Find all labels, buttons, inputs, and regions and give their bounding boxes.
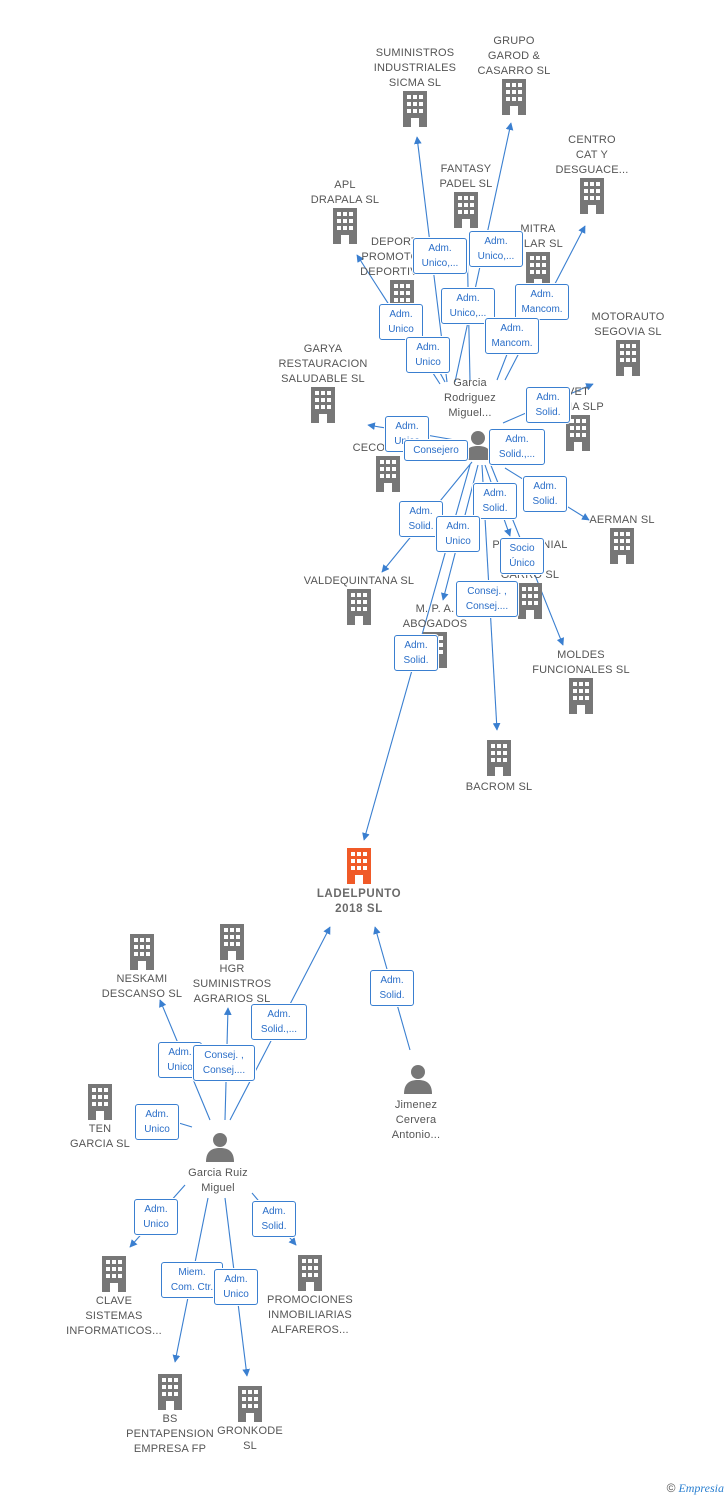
person-icon: [206, 1133, 234, 1162]
building-icon: [298, 1255, 322, 1291]
edge-label[interactable]: Adm. Mancom.: [485, 318, 539, 354]
company-label: CLAVE SISTEMAS INFORMATICOS...: [66, 1295, 162, 1337]
footer-brand[interactable]: © Empresia: [667, 1481, 724, 1496]
person-label: Jimenez Cervera Antonio...: [391, 1099, 441, 1141]
company-node[interactable]: GRUPO GAROD & CASARRO SL: [444, 34, 584, 115]
company-label: M. P. A. ABOGADOS: [402, 603, 468, 630]
building-icon: [158, 1374, 182, 1410]
building-icon: [376, 456, 400, 492]
edge-label[interactable]: Adm. Solid.: [370, 970, 414, 1006]
building-icon: [311, 387, 335, 423]
edge-label[interactable]: Adm. Mancom.: [515, 284, 569, 320]
building-icon: [102, 1256, 126, 1292]
company-node[interactable]: TEN GARCIA SL: [30, 1084, 170, 1152]
edge-label[interactable]: Adm. Unico,...: [413, 238, 467, 274]
edge-label[interactable]: Socio Único: [500, 538, 544, 574]
edge-label[interactable]: Adm. Solid.,...: [489, 429, 545, 465]
building-icon: [502, 79, 526, 115]
building-icon: [526, 252, 550, 288]
edge-label[interactable]: Adm. Unico: [214, 1269, 258, 1305]
company-label: PROMOCIONES INMOBILIARIAS ALFAREROS...: [267, 1294, 353, 1336]
building-icon: [220, 924, 244, 960]
edge-label[interactable]: Consej. , Consej....: [456, 581, 518, 617]
company-label: APL DRAPALA SL: [310, 179, 380, 206]
company-node[interactable]: NESKAMI DESCANSO SL: [72, 934, 212, 1002]
building-icon: [610, 528, 634, 564]
building-icon: [333, 208, 357, 244]
edge-label[interactable]: Adm. Unico: [135, 1104, 179, 1140]
company-node[interactable]: CLAVE SISTEMAS INFORMATICOS...: [44, 1256, 184, 1339]
company-label: MOTORAUTO SEGOVIA SL: [591, 311, 665, 338]
copyright-symbol: ©: [666, 1481, 676, 1495]
edge-label[interactable]: Adm. Unico,...: [469, 231, 523, 267]
edge-label[interactable]: Adm. Unico: [134, 1199, 178, 1235]
company-label: HGR SUMINISTROS AGRARIOS SL: [192, 963, 272, 1005]
company-node[interactable]: MOLDES FUNCIONALES SL: [511, 648, 651, 714]
edge-label[interactable]: Consej. , Consej....: [193, 1045, 255, 1081]
building-icon: [454, 192, 478, 228]
edge-label[interactable]: Adm. Unico: [406, 337, 450, 373]
company-node[interactable]: SUMINISTROS INDUSTRIALES SICMA SL: [345, 46, 485, 127]
edge-label[interactable]: Consejero: [404, 440, 468, 461]
brand-name: Empresia: [678, 1481, 724, 1495]
person-label: Garcia Rodriguez Miguel...: [444, 377, 496, 419]
edge-label[interactable]: Adm. Solid.,...: [251, 1004, 307, 1040]
building-icon: [616, 340, 640, 376]
edge-label[interactable]: Adm. Unico,...: [441, 288, 495, 324]
company-node[interactable]: APL DRAPALA SL: [275, 178, 415, 244]
person-node[interactable]: Garcia Ruiz Miguel: [148, 1166, 288, 1196]
building-icon: [88, 1084, 112, 1120]
person-label: Garcia Ruiz Miguel: [188, 1167, 248, 1194]
company-node[interactable]: MITRA PILAR SL: [468, 222, 608, 288]
edge-label[interactable]: Adm. Unico: [379, 304, 423, 340]
company-label: NESKAMI DESCANSO SL: [101, 973, 183, 1000]
building-icon: [130, 934, 154, 970]
company-node[interactable]: GRONKODE SL: [180, 1386, 320, 1454]
company-label: FANTASY PADEL SL: [439, 163, 493, 190]
edge-label[interactable]: Adm. Solid.: [252, 1201, 296, 1237]
company-label: MOLDES FUNCIONALES SL: [532, 649, 630, 676]
building-icon: [403, 91, 427, 127]
company-label: TEN GARCIA SL: [70, 1123, 130, 1150]
edge-label[interactable]: Adm. Solid.: [394, 635, 438, 671]
company-label: BS PENTAPENSION EMPRESA FP: [126, 1413, 214, 1455]
building-icon: [487, 740, 511, 776]
company-node[interactable]: GARYA RESTAURACION SALUDABLE SL: [253, 342, 393, 423]
building-icon: [580, 178, 604, 214]
company-node[interactable]: CENTRO CAT Y DESGUACE...: [522, 133, 662, 214]
building-icon: [569, 678, 593, 714]
company-node[interactable]: BACROM SL: [429, 740, 569, 795]
company-label: VALDEQUINTANA SL: [303, 575, 415, 587]
building-icon: [566, 415, 590, 451]
person-node[interactable]: Jimenez Cervera Antonio...: [346, 1098, 486, 1143]
edge-label[interactable]: Adm. Solid.: [473, 483, 517, 519]
person-icon: [464, 431, 492, 460]
company-label: GRUPO GAROD & CASARRO SL: [477, 35, 551, 77]
edge-label[interactable]: Adm. Solid.: [526, 387, 570, 423]
company-node[interactable]: PROMOCIONES INMOBILIARIAS ALFAREROS...: [240, 1255, 380, 1338]
building-icon: [518, 583, 542, 619]
edge-label[interactable]: Adm. Solid.: [523, 476, 567, 512]
company-label: AERMAN SL: [589, 514, 655, 526]
building-icon: [238, 1386, 262, 1422]
person-node[interactable]: Garcia Rodriguez Miguel...: [405, 376, 545, 421]
building-icon: [347, 848, 371, 884]
company-node[interactable]: MOTORAUTO SEGOVIA SL: [558, 310, 698, 376]
company-node[interactable]: FANTASY PADEL SL: [396, 162, 536, 228]
focus-company-label: LADELPUNTO 2018 SL: [316, 888, 402, 915]
company-node[interactable]: AERMAN SL: [552, 513, 692, 564]
company-node[interactable]: HGR SUMINISTROS AGRARIOS SL: [162, 924, 302, 1007]
company-label: GARYA RESTAURACION SALUDABLE SL: [278, 343, 368, 385]
focus-company-node[interactable]: LADELPUNTO 2018 SL: [289, 848, 429, 917]
edge-label[interactable]: Adm. Unico: [436, 516, 480, 552]
building-icon: [347, 589, 371, 625]
person-icon: [404, 1065, 432, 1094]
company-label: BACROM SL: [465, 781, 533, 793]
edge-label[interactable]: Adm. Solid.: [399, 501, 443, 537]
company-label: CENTRO CAT Y DESGUACE...: [555, 134, 629, 176]
company-label: SUMINISTROS INDUSTRIALES SICMA SL: [373, 47, 457, 89]
company-node[interactable]: BS PENTAPENSION EMPRESA FP: [100, 1374, 240, 1457]
company-label: GRONKODE SL: [217, 1425, 283, 1452]
company-node[interactable]: VALDEQUINTANA SL: [289, 574, 429, 625]
